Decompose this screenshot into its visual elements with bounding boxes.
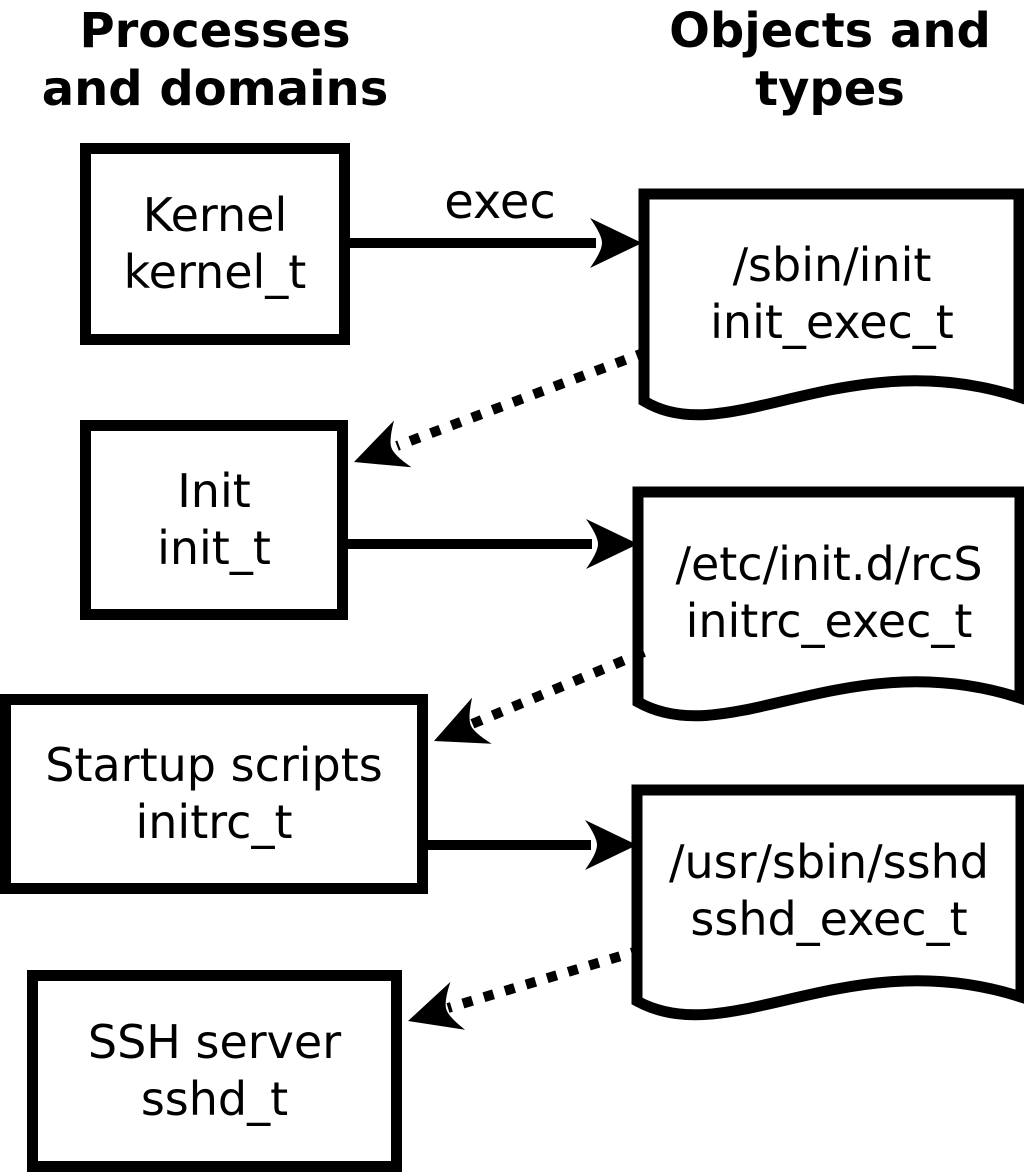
process-node-kernel: Kernel kernel_t: [80, 143, 350, 345]
object-node-usr-sbin-sshd-type: sshd_exec_t: [690, 892, 968, 946]
object-node-usr-sbin-sshd-path: /usr/sbin/sshd: [669, 835, 989, 889]
process-node-kernel-domain: kernel_t: [123, 245, 307, 299]
transition-arrow-init-exec-to-init-domain: [354, 347, 648, 468]
process-node-startup-scripts-domain: initrc_t: [135, 795, 293, 849]
object-node-sbin-init-path: /sbin/init: [732, 238, 932, 292]
object-node-sbin-init-type: init_exec_t: [710, 295, 954, 349]
column-header-objects-and-types: Objects and types: [669, 3, 991, 117]
process-node-startup-scripts: Startup scripts initrc_t: [0, 694, 428, 894]
object-node-usr-sbin-sshd-label: /usr/sbin/sshd sshd_exec_t: [643, 792, 1015, 990]
exec-edge-label: exec: [444, 174, 556, 230]
column-header-processes-and-domains: Processes and domains: [41, 3, 389, 117]
transition-arrow-initrc-exec-to-initrc-domain: [434, 647, 646, 744]
process-node-init-name: Init: [177, 464, 251, 518]
object-node-etc-initd-rcs-path: /etc/init.d/rcS: [675, 537, 983, 591]
object-node-etc-initd-rcs-type: initrc_exec_t: [685, 594, 973, 648]
object-node-sbin-init-label: /sbin/init init_exec_t: [650, 196, 1014, 392]
exec-arrow-startup-scripts-to-usr-sbin-sshd: [422, 820, 637, 870]
process-node-kernel-name: Kernel: [142, 188, 288, 242]
transition-arrow-sshd-exec-to-sshd-domain: [408, 945, 643, 1030]
process-node-ssh-server-domain: sshd_t: [140, 1072, 289, 1126]
process-node-ssh-server: SSH server sshd_t: [27, 970, 402, 1172]
process-node-init-domain: init_t: [157, 521, 271, 575]
exec-arrow-init-to-etc-initd-rcs: [342, 519, 638, 569]
process-node-ssh-server-name: SSH server: [87, 1015, 342, 1069]
object-node-etc-initd-rcs-label: /etc/init.d/rcS initrc_exec_t: [644, 494, 1014, 692]
process-node-startup-scripts-name: Startup scripts: [45, 738, 383, 792]
process-node-init: Init init_t: [80, 420, 348, 620]
